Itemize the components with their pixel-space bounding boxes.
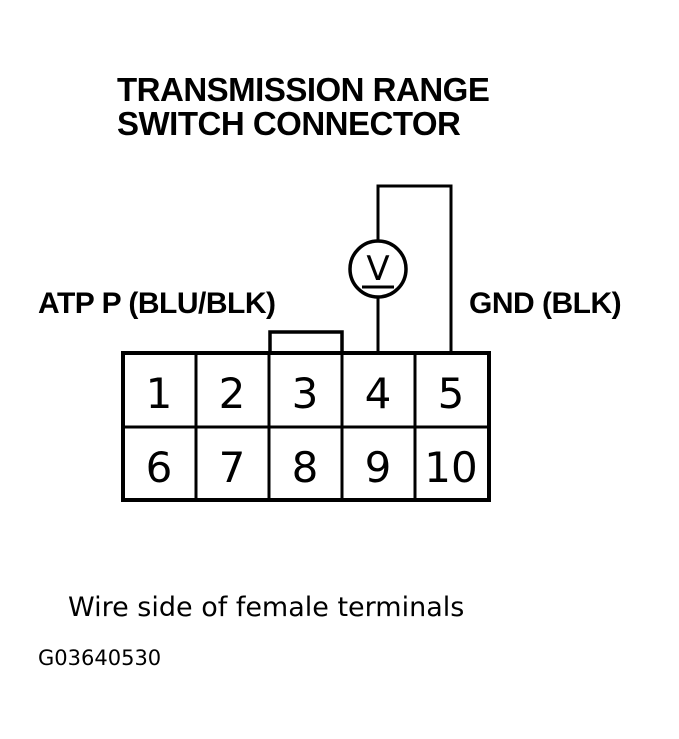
gnd-wire-label: GND (BLK)	[469, 287, 621, 320]
terminal-3: 3	[292, 369, 319, 418]
caption: Wire side of female terminals	[68, 592, 464, 623]
atp-p-wire-label: ATP P (BLU/BLK)	[38, 287, 276, 320]
terminal-5: 5	[438, 369, 465, 418]
terminal-10: 10	[424, 443, 477, 492]
terminal-4: 4	[365, 369, 392, 418]
terminal-numbers: 1 2 3 4 5 6 7 8 9 10	[146, 369, 478, 492]
terminal-9: 9	[365, 443, 392, 492]
voltmeter-circuit: V	[348, 184, 453, 353]
figure-id: G03640530	[38, 646, 161, 670]
terminal-6: 6	[146, 443, 173, 492]
meter-lead-to-terminal-5	[376, 184, 453, 353]
terminal-8: 8	[292, 443, 319, 492]
terminal-7: 7	[219, 443, 246, 492]
terminal-1: 1	[146, 369, 173, 418]
connector-housing	[121, 330, 491, 502]
voltmeter-symbol: V	[366, 249, 389, 289]
title-line-2: SWITCH CONNECTOR	[117, 105, 461, 142]
voltmeter-icon: V	[348, 239, 408, 299]
connector-lock-tab	[268, 330, 344, 353]
terminal-2: 2	[219, 369, 246, 418]
title-line-1: TRANSMISSION RANGE	[117, 71, 489, 108]
